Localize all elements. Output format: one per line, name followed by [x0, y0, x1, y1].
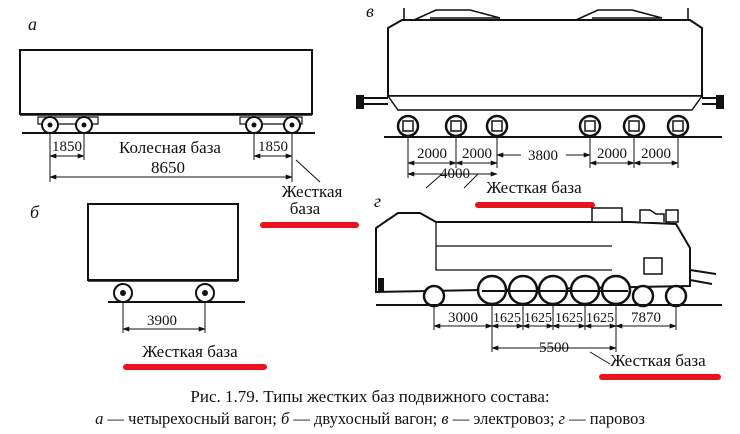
dim-a-right: 1850: [258, 139, 288, 155]
dim-g-4: 1625: [555, 311, 583, 326]
dim-v-span: 4000: [440, 166, 470, 182]
dim-g-2: 1625: [493, 311, 521, 326]
caption-g-letter: г: [559, 409, 566, 428]
dim-v-3: 3800: [528, 148, 558, 164]
caption-a-text: — четырехосный вагон;: [103, 409, 281, 428]
caption-v-text: — электровоз;: [449, 409, 559, 428]
panel-a-label: а: [28, 14, 37, 34]
dim-v-4: 2000: [597, 146, 627, 162]
buffer-left: [356, 95, 364, 109]
dim-v-5: 2000: [641, 146, 671, 162]
steam-dome: [591, 207, 623, 223]
panel-g-steam-locomotive: г: [374, 191, 722, 380]
wagon-body-b: [87, 203, 239, 281]
rigid-base-g: Жесткая база: [610, 351, 706, 370]
wheel-base-value: 8650: [151, 158, 185, 177]
dim-g-1: 3000: [448, 310, 478, 326]
dim-a-left: 1850: [52, 139, 82, 155]
dim-g-5: 1625: [586, 311, 614, 326]
pantographs: [403, 8, 689, 21]
dim-g-3: 1625: [524, 311, 552, 326]
rigid-base-a-line2: база: [290, 199, 321, 218]
caption-b-text: — двухосный вагон;: [289, 409, 441, 428]
caption-a-letter: а: [95, 409, 103, 428]
locomotive-body: [387, 19, 703, 97]
caption-title: Рис. 1.79. Типы жестких баз подвижного с…: [190, 387, 549, 406]
rigid-base-v: Жесткая база: [486, 178, 582, 197]
loco-wheels: [396, 114, 690, 138]
caption-v-letter: в: [441, 409, 448, 428]
panel-a-four-axle-wagon: а 1850 1850 Колесная база 8650 Жесткая б…: [19, 14, 359, 228]
steam-locomotive-body: [375, 212, 691, 294]
caption-legend: а — четырехосный вагон; б — двухосный ва…: [95, 409, 645, 428]
rigid-base-a-line1: Жесткая: [282, 182, 343, 201]
dim-v-2: 2000: [462, 146, 492, 162]
panel-b-label: б: [30, 202, 40, 222]
panel-g-label: г: [374, 191, 381, 211]
panel-b-two-axle-wagon: б 3900 Жесткая база: [30, 202, 267, 370]
dim-b: 3900: [147, 313, 177, 329]
wheel-base-label: Колесная база: [119, 138, 221, 157]
caption-g-text: — паровоз: [565, 409, 645, 428]
panel-v-label: в: [366, 1, 374, 21]
dim-g-6: 7870: [631, 310, 661, 326]
wagon-wheels-b: [113, 283, 215, 303]
rigid-base-b: Жесткая база: [142, 342, 238, 361]
dim-v-1: 2000: [417, 146, 447, 162]
buffer-right: [716, 95, 724, 109]
dim-g-span: 5500: [539, 340, 569, 356]
wagon-body: [19, 49, 313, 115]
caption-b-letter: б: [281, 409, 290, 428]
dim-lines-g: [433, 323, 677, 351]
panel-v-electric-locomotive: в: [356, 1, 724, 208]
chimney: [639, 209, 665, 222]
leader-a: [295, 159, 321, 183]
figure-caption: Рис. 1.79. Типы жестких баз подвижного с…: [95, 387, 645, 428]
dim-lines-v: [407, 152, 679, 177]
